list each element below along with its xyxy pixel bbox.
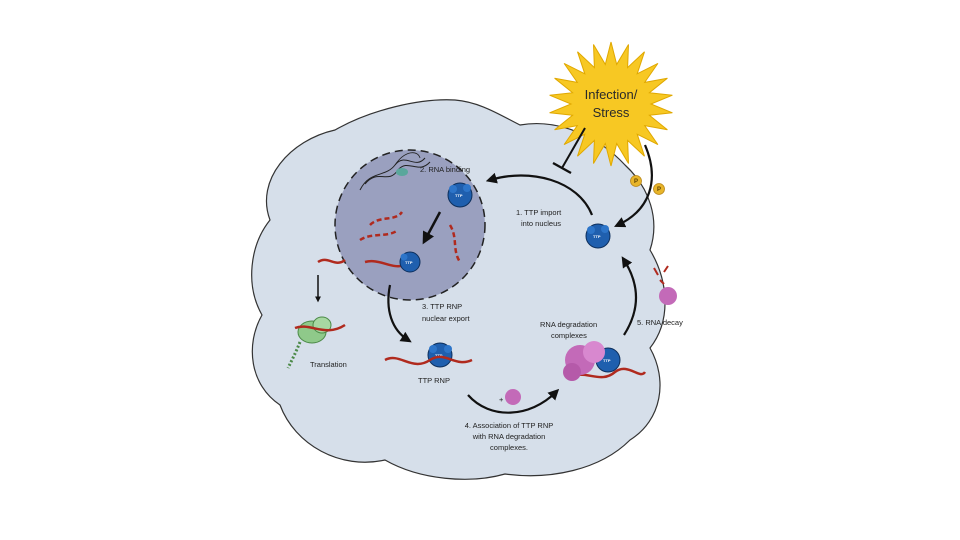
cell-membrane: [251, 99, 666, 480]
step-import-label-line1: 1. TTP import: [516, 208, 562, 217]
decayed-complex: [659, 287, 677, 305]
degradation-complexes-label-line2: complexes: [551, 331, 587, 340]
plus-sign: +: [499, 395, 504, 404]
step-import-label-line2: into nucleus: [521, 219, 561, 228]
svg-text:P: P: [634, 179, 638, 185]
export-arrow: [387, 284, 412, 343]
import-arrow: [485, 172, 594, 216]
step-export-label-line1: 3. TTP RNP: [422, 302, 462, 311]
ttp-protein-nucleus-binding: TTP: [447, 182, 473, 208]
svg-text:TTP: TTP: [435, 353, 443, 358]
rna-fragments-icon: [653, 265, 669, 285]
svg-text:TTP: TTP: [405, 260, 413, 265]
ttp-protein-import: TTP: [585, 223, 611, 249]
inhibition-bar: [552, 161, 572, 175]
step-association-label-line1: 4. Association of TTP RNP: [465, 421, 554, 430]
free-degradation-complex: [505, 389, 521, 405]
translation-label: Translation: [310, 360, 347, 369]
svg-text:P: P: [657, 187, 661, 193]
step-export-label-line2: nuclear export: [422, 314, 470, 323]
ttp-rnp-label: TTP RNP: [418, 376, 450, 385]
degradation-complexes-label-line1: RNA degradation: [540, 320, 597, 329]
stress-label-line1: Infection/: [585, 87, 638, 102]
step-association-label-line2: with RNA degradation: [472, 432, 546, 441]
svg-text:TTP: TTP: [593, 234, 601, 239]
svg-text:TTP: TTP: [455, 193, 463, 198]
phosphate-icon: P: [630, 175, 642, 187]
polymerase-icon: [396, 168, 408, 176]
decay-arrow: [621, 256, 638, 336]
step-decay-label: 5. RNA decay: [637, 318, 683, 327]
cytoplasm-rna-exiting: [317, 258, 346, 264]
ttp-protein-nucleus-bound: TTP: [399, 251, 421, 273]
stress-phosphorylation-arrow: [614, 144, 653, 228]
stress-label-line2: Stress: [593, 105, 630, 120]
step-association-label-line3: complexes.: [490, 443, 528, 452]
stress-inhibition-line: [561, 127, 586, 169]
step-binding-label: 2. RNA binding: [420, 165, 470, 174]
rna-degradation-complex: [563, 341, 605, 381]
phosphate-icon: P: [653, 183, 665, 195]
association-arrow: [467, 388, 560, 414]
svg-text:TTP: TTP: [603, 358, 611, 363]
cytoplasm-rna-ttp: [384, 355, 473, 366]
binding-arrow: [422, 211, 442, 245]
cytoplasm-rna-complex: [567, 367, 647, 380]
ttp-rnp-cytoplasm: TTP: [427, 342, 453, 368]
ribosome-icon: [286, 316, 346, 369]
